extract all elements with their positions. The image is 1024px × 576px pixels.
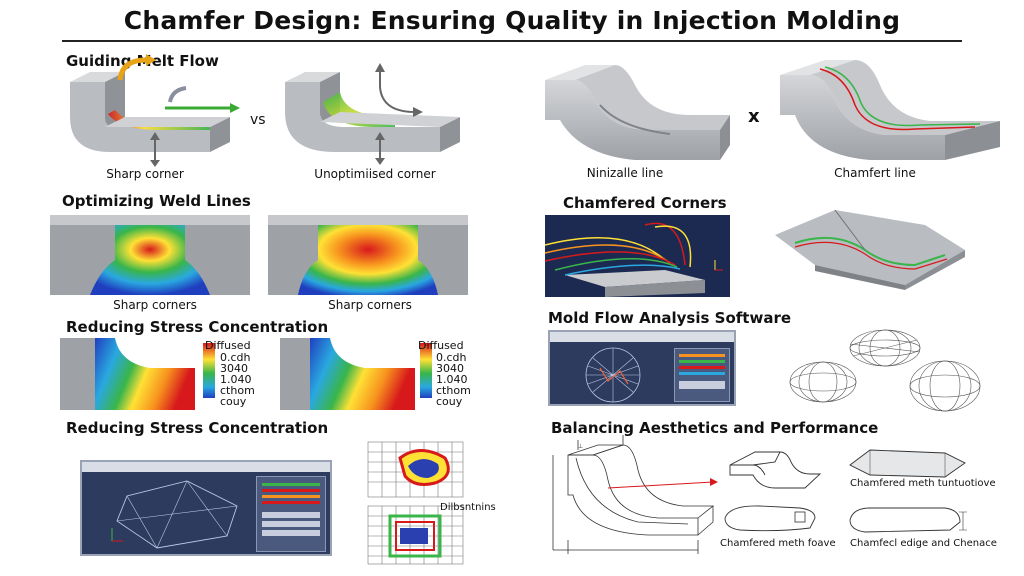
stress-left-legend-bar <box>203 343 215 398</box>
aesthetics-caption-2: Chamfered meth foave <box>720 538 836 549</box>
chamfer-line-part <box>780 60 1000 160</box>
sharp-corner-illustration <box>70 54 240 167</box>
technical-drawing: ⊥ <box>552 435 718 554</box>
stress-left-legend-1: 0.cdh <box>220 351 251 364</box>
chamfer-part-sketch-2 <box>849 449 966 478</box>
sharp-corner-caption: Sharp corner <box>106 167 184 181</box>
stress-mesh-label: Dilbsntnins <box>440 502 496 513</box>
chamfer-part-sketch-1 <box>729 451 822 489</box>
svg-text:⊥: ⊥ <box>578 443 583 450</box>
mesh-sphere-view <box>585 347 641 403</box>
aesthetics-caption-1: Chamfered meth tuntuotiove <box>850 478 996 489</box>
stress-left-legend-title: Diffused <box>205 339 251 352</box>
weld-lines-left-heatmap <box>50 215 250 295</box>
wireframe-spheres <box>789 329 981 412</box>
mold-flow-software-window <box>548 330 736 406</box>
page-title: Chamfer Design: Ensuring Quality in Inje… <box>123 6 901 35</box>
mold-flow-heading: Mold Flow Analysis Software <box>548 309 792 327</box>
weld-lines-heading: Optimizing Weld Lines <box>62 192 251 210</box>
stress-right-legend-3: 1.040 <box>436 373 468 386</box>
stress-left-heatmap <box>60 338 195 410</box>
weld-left-caption: Sharp corners <box>113 298 197 312</box>
chamfer-part-sketch-3 <box>724 505 816 532</box>
unoptimised-corner-illustration <box>285 63 460 165</box>
stress-heading-1: Reducing Stress Concentration <box>66 318 329 336</box>
software-toolbar <box>550 332 734 342</box>
stress-software-window <box>80 460 332 556</box>
stress-left-legend-5: couy <box>220 395 247 408</box>
chamfer-line-caption: Chamfert line <box>834 166 916 180</box>
aesthetics-heading: Balancing Aesthetics and Performance <box>551 419 879 437</box>
stress-software-toolbar <box>82 462 330 472</box>
aesthetics-caption-3: Chamfecl edige and Chenace <box>850 538 997 549</box>
wireframe-shape-view <box>111 480 238 549</box>
unoptimised-corner-caption: Unoptimiised corner <box>314 167 436 181</box>
flow-lines-simulation <box>544 215 730 297</box>
stress-right-legend-1: 0.cdh <box>436 351 467 364</box>
stress-left-legend-2: 3040 <box>220 362 248 375</box>
stress-right-legend-2: 3040 <box>436 362 464 375</box>
stress-results-panel <box>256 476 326 552</box>
stress-right-legend-4: cthom <box>436 384 471 397</box>
chamfered-corner-part <box>775 209 965 290</box>
title-underline <box>62 40 962 42</box>
minimized-line-part <box>545 65 730 160</box>
stress-left-legend-4: cthom <box>220 384 255 397</box>
chamfer-part-sketch-4 <box>849 507 967 533</box>
cross-symbol: x <box>748 106 760 127</box>
mesh-stress-blocks <box>367 441 464 565</box>
stress-left-legend-3: 1.040 <box>220 373 252 386</box>
weld-right-caption: Sharp corners <box>328 298 412 312</box>
vs-label: vs <box>250 112 266 128</box>
results-panel <box>674 348 730 402</box>
weld-lines-right-heatmap <box>268 215 468 295</box>
stress-right-heatmap <box>280 338 415 410</box>
stress-right-legend-5: couy <box>436 395 463 408</box>
minimized-line-caption: Ninizalle line <box>586 166 664 180</box>
stress-right-legend-bar <box>420 343 432 398</box>
stress-heading-2: Reducing Stress Concentration <box>66 419 329 437</box>
stress-right-legend-title: Diffused <box>418 339 464 352</box>
chamfered-corners-heading: Chamfered Corners <box>563 194 727 212</box>
